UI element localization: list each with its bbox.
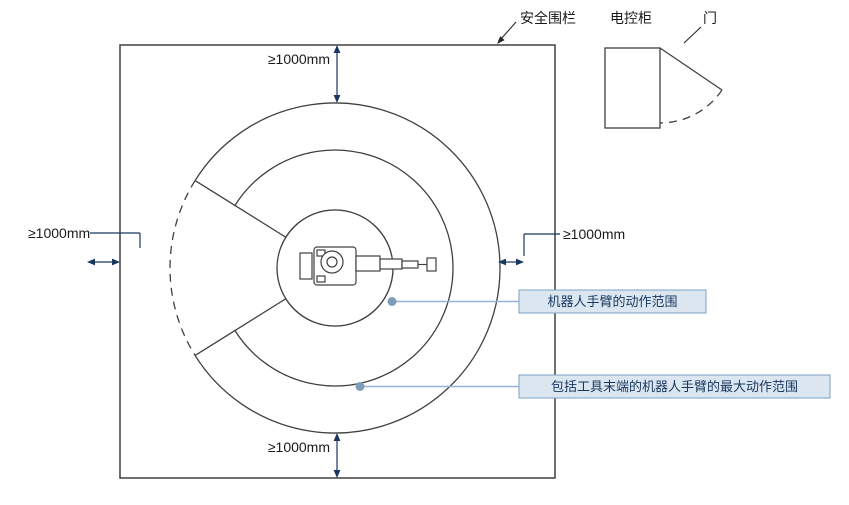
max-range-circle-dashed-arc — [169, 180, 196, 356]
robot-rear-block — [299, 252, 313, 280]
callout-max-range: 包括工具末端的机器人手臂的最大动作范围 — [355, 374, 831, 399]
control-cabinet: 电控柜 — [604, 10, 661, 129]
callout-max-range-box — [518, 374, 831, 399]
marker-dot — [355, 382, 365, 391]
arrow-pointer-icon — [497, 36, 505, 44]
robot-wrist — [401, 260, 419, 269]
robot-turret-inner — [326, 256, 338, 268]
fence-callout: 安全围栏 — [497, 10, 576, 44]
robot-top-view — [299, 246, 437, 286]
callout-arm-range-label: 机器人手臂的动作范围 — [547, 294, 677, 309]
arrow-up-icon — [333, 45, 341, 53]
marker-dot — [387, 297, 397, 306]
cabinet-outline — [604, 47, 661, 129]
max-range-circle-solid-arc — [194, 102, 501, 434]
dimension-left: ≥1000mm — [28, 225, 141, 266]
arrow-down-icon — [333, 95, 341, 103]
fence-label: 安全围栏 — [520, 10, 576, 26]
cabinet-door: 门 — [659, 10, 723, 124]
dimension-right-label: ≥1000mm — [563, 226, 625, 242]
dimension-top: ≥1000mm — [268, 45, 341, 103]
dimension-bottom: ≥1000mm — [268, 433, 341, 478]
callout-arm-range-box — [518, 289, 707, 314]
door-leader-line — [683, 26, 702, 44]
wedge-edge-upper — [194, 180, 236, 207]
arrow-up-icon — [333, 433, 341, 441]
robot-arm-upper — [355, 255, 381, 272]
robot-end-effector — [426, 257, 437, 272]
arrow-right-icon — [516, 258, 524, 266]
arrow-down-icon — [333, 470, 341, 478]
robot-detail-2 — [316, 275, 326, 283]
dimension-top-label: ≥1000mm — [268, 51, 330, 67]
dimension-right: ≥1000mm — [498, 226, 625, 266]
door-swing-arc — [659, 89, 723, 124]
callout-arm-range: 机器人手臂的动作范围 — [387, 289, 707, 314]
door-label: 门 — [703, 10, 717, 26]
wedge-edge-lower — [194, 329, 236, 356]
arrow-right-icon — [112, 258, 120, 266]
cabinet-label: 电控柜 — [610, 10, 652, 26]
door-panel-line — [659, 47, 723, 91]
arrow-left-icon — [87, 258, 95, 266]
robot-arm-link — [379, 258, 403, 270]
callout-max-range-label: 包括工具末端的机器人手臂的最大动作范围 — [551, 379, 798, 394]
arrow-left-icon — [498, 258, 506, 266]
dimension-bottom-label: ≥1000mm — [268, 439, 330, 455]
dimension-left-label: ≥1000mm — [28, 225, 90, 241]
